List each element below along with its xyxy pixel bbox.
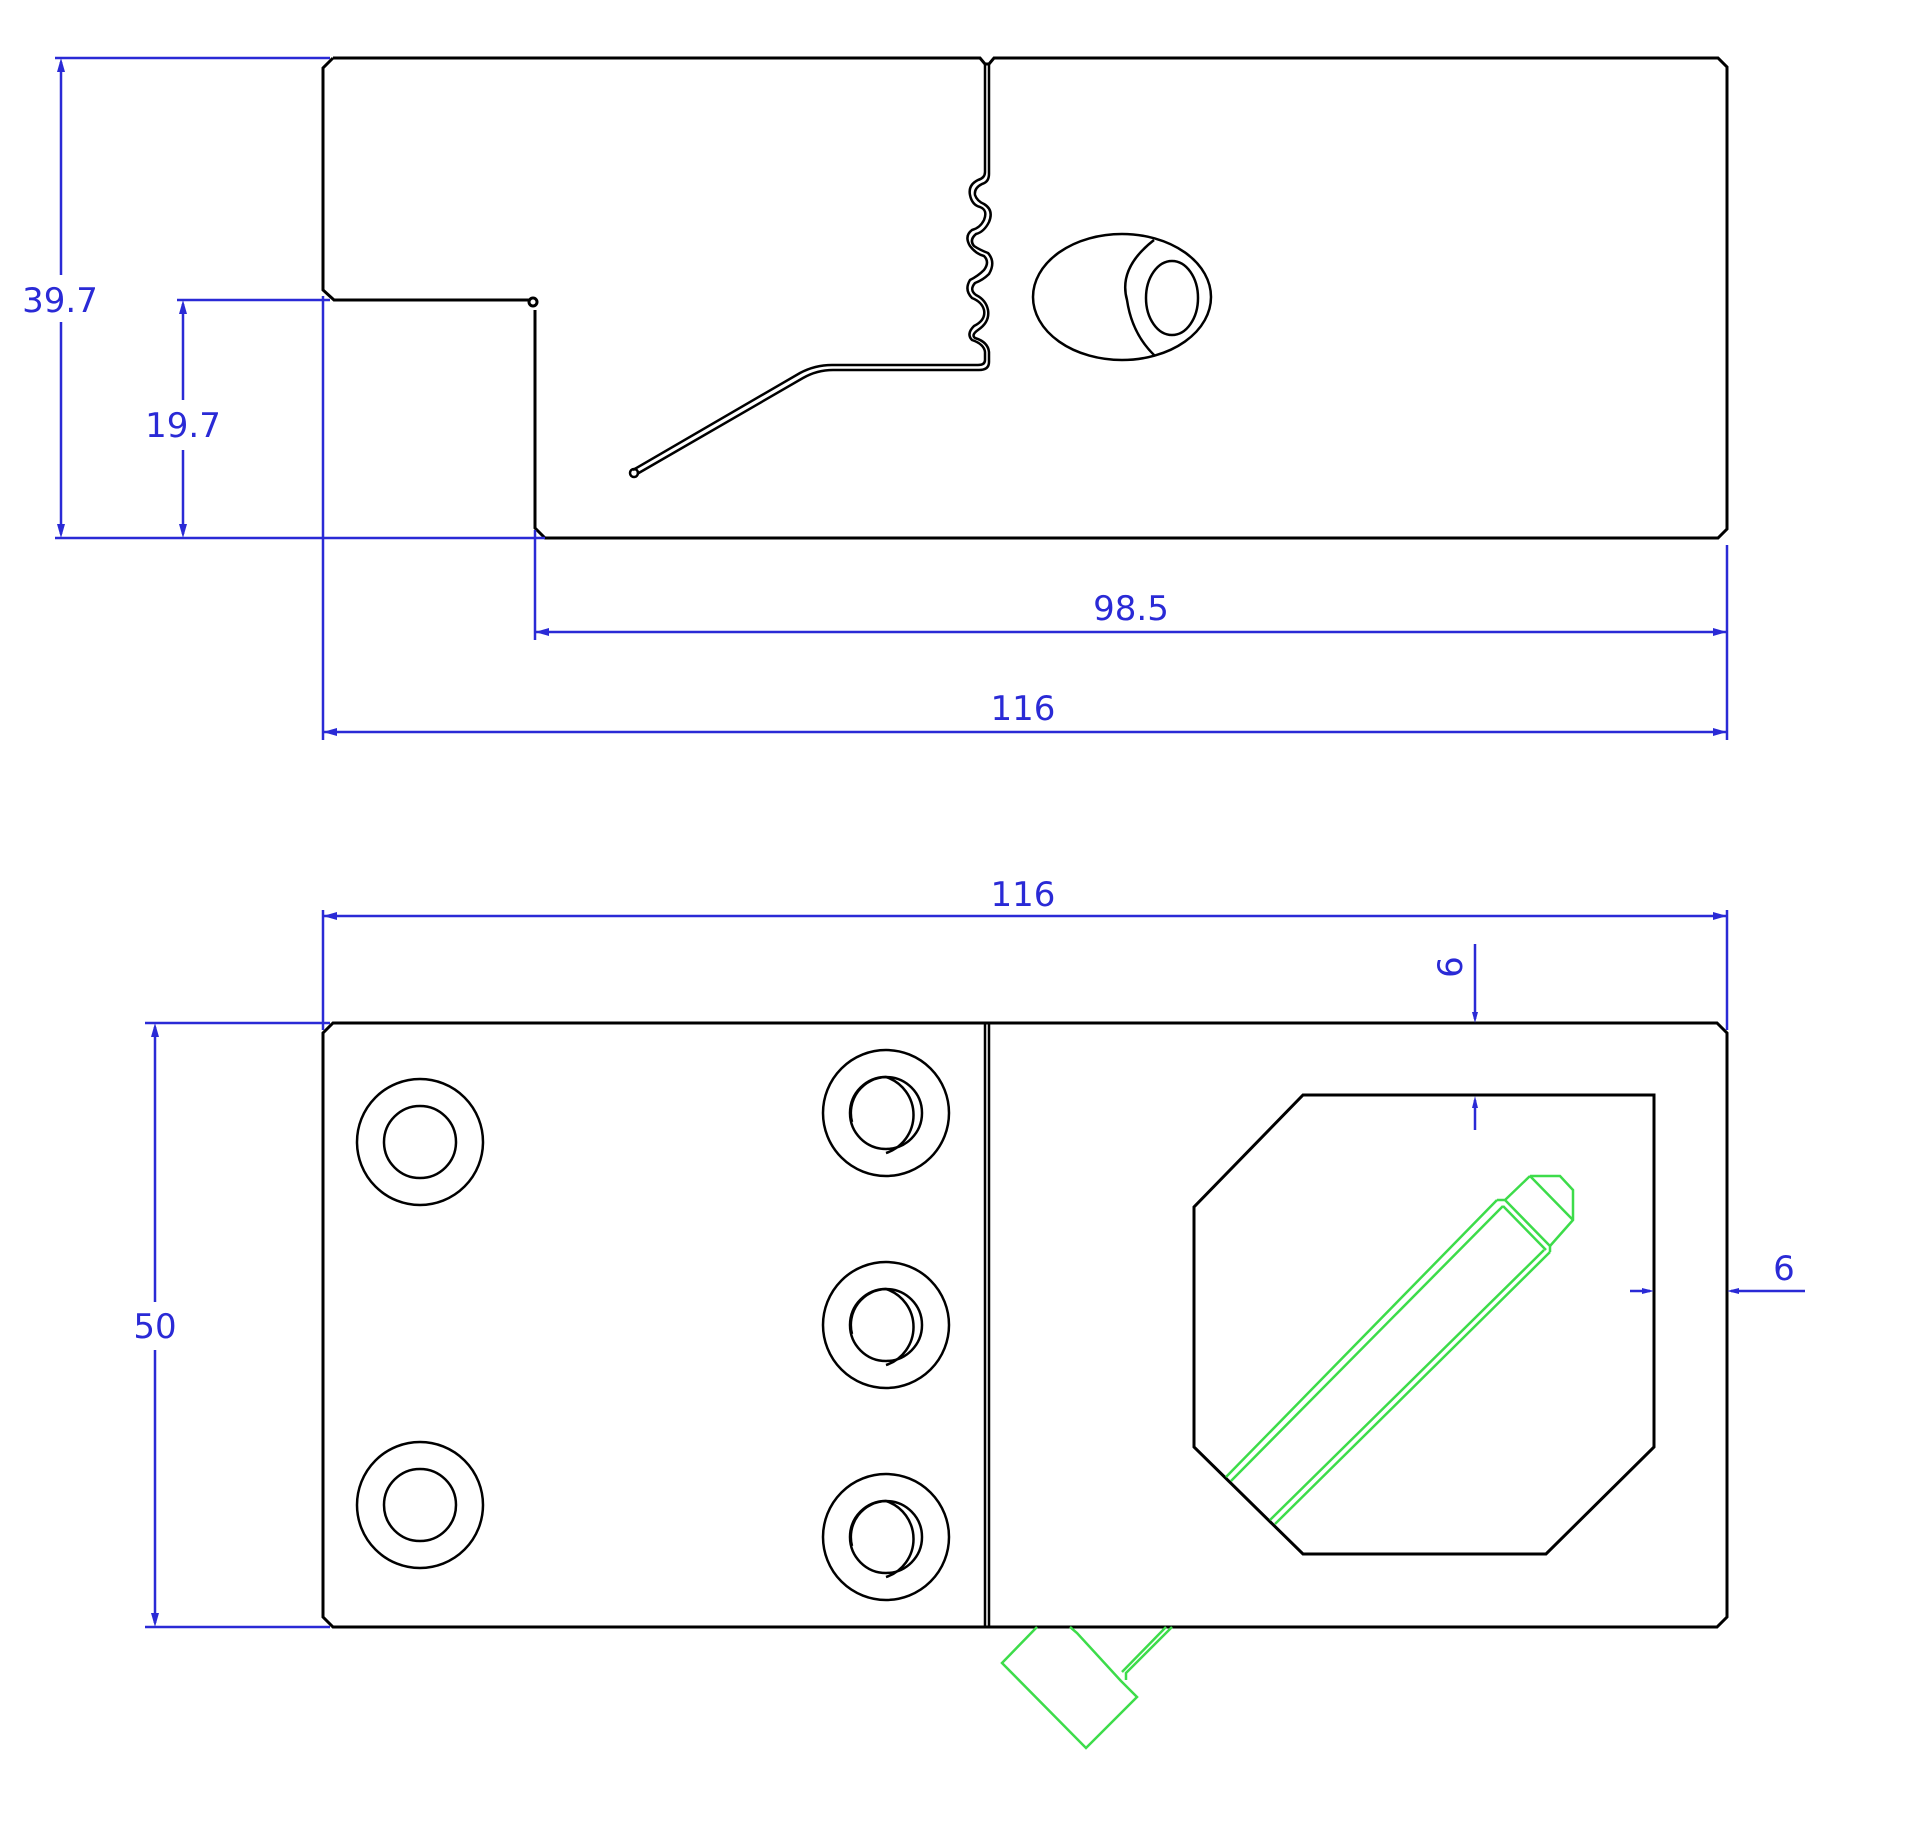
bore-cone-arc — [1123, 239, 1156, 357]
front-view: 39.7 19.7 98.5 116 — [22, 56, 1729, 740]
threaded-hole — [821, 1260, 951, 1390]
pin-shank-outside — [1121, 1626, 1173, 1680]
arrow-left — [535, 628, 549, 636]
pin-tip — [1529, 1174, 1575, 1247]
threaded-hole — [821, 1472, 951, 1602]
dimension-overall-height: 39.7 — [22, 56, 545, 540]
dim-label-overall-width: 50 — [133, 1307, 176, 1347]
arrow-right — [1713, 728, 1727, 736]
dimension-front-overall-length: 116 — [321, 296, 1727, 740]
angled-bore — [1031, 232, 1213, 362]
top-view: 116 50 6 6 — [133, 875, 1805, 1750]
clip-spring — [628, 64, 994, 479]
dimension-top-overall-length: 116 — [321, 875, 1729, 1030]
set-pin — [1000, 1174, 1575, 1750]
arrow-up — [151, 1023, 159, 1037]
spring-end-ball — [628, 467, 640, 479]
pin-handle — [1000, 1626, 1139, 1750]
dim-label-step-length: 98.5 — [1093, 589, 1169, 629]
spring-outer-line — [632, 64, 989, 472]
dimension-overall-width: 50 — [133, 1021, 330, 1629]
arrow-right — [1642, 1288, 1654, 1294]
threaded-hole — [821, 1048, 951, 1178]
dim-label-front-overall-length: 116 — [991, 689, 1056, 729]
octagonal-pocket — [1192, 1093, 1656, 1556]
dimension-step-length: 98.5 — [533, 530, 1729, 740]
dim-label-top-overall-length: 116 — [991, 875, 1056, 915]
step-relief-notch — [527, 296, 539, 308]
bore-inner-ellipse — [1144, 259, 1200, 337]
arrow-right — [1713, 912, 1727, 920]
arrow-left — [323, 728, 337, 736]
dim-label-pocket-offset-right: 6 — [1773, 1249, 1795, 1289]
arrow-down — [1472, 1012, 1478, 1023]
dimension-step-height: 19.7 — [145, 298, 330, 538]
arrow-down — [151, 1613, 159, 1627]
counterbored-hole — [355, 1440, 485, 1570]
counterbored-hole — [355, 1077, 485, 1207]
spring-inner-line — [636, 64, 994, 476]
arrow-up — [1472, 1096, 1478, 1108]
front-view-block-outline — [321, 56, 1729, 540]
arrow-left — [1727, 1288, 1739, 1294]
dim-label-step-height: 19.7 — [145, 406, 221, 446]
dimension-pocket-offset-top: 6 — [1431, 944, 1478, 1130]
top-view-block-outline — [321, 1021, 1729, 1629]
arrow-right — [1713, 628, 1727, 636]
dim-label-overall-height: 39.7 — [22, 281, 98, 321]
arrow-up — [179, 300, 187, 314]
arrow-down — [179, 524, 187, 538]
pin-collar — [1497, 1175, 1552, 1252]
arrow-left — [323, 912, 337, 920]
arrow-down — [57, 524, 65, 538]
arrow-up — [57, 58, 65, 72]
dimension-pocket-offset-right: 6 — [1630, 1249, 1805, 1294]
bore-outer-ellipse — [1031, 232, 1213, 362]
pin-shank-upper — [1225, 1199, 1504, 1482]
dim-label-pocket-offset-top: 6 — [1431, 956, 1471, 978]
pin-shank-lower — [1269, 1249, 1551, 1525]
